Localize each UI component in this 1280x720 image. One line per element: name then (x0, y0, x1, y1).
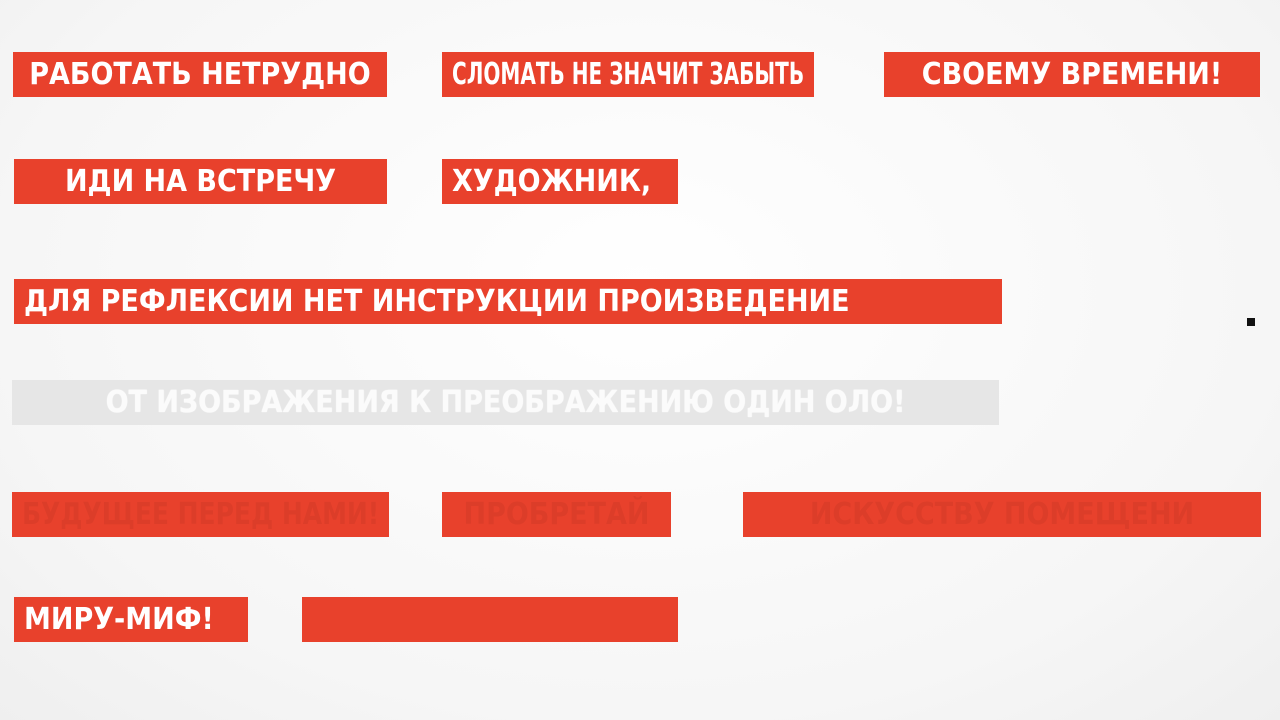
banner-text: ДЛЯ РЕФЛЕКСИИ НЕТ ИНСТРУКЦИИ ПРОИЗВЕДЕНИ… (24, 284, 850, 319)
banner-priobretai: ПРОБРЕТАЙ (442, 492, 671, 537)
banner-dlya-refleksii: ДЛЯ РЕФЛЕКСИИ НЕТ ИНСТРУКЦИИ ПРОИЗВЕДЕНИ… (14, 279, 1002, 324)
banner-ot-izobrazheniya-faded: ОТ ИЗОБРАЖЕНИЯ К ПРЕОБРАЖЕНИЮ ОДИН ОЛО! (12, 380, 999, 425)
banner-slomat-ne-znachit-zabyt: СЛОМАТЬ НЕ ЗНАЧИТ ЗАБЫТЬ (442, 52, 814, 97)
banner-empty (302, 597, 678, 642)
banner-rabotat-netrudno: РАБОТАТЬ НЕТРУДНО (13, 52, 387, 97)
banner-text: ХУДОЖНИК, (452, 164, 652, 199)
banner-text: СЛОМАТЬ НЕ ЗНАЧИТ ЗАБЫТЬ (452, 57, 805, 92)
banner-miru-mif: МИРУ-МИФ! (14, 597, 248, 642)
banner-svoemu-vremeni: СВОЕМУ ВРЕМЕНИ! (884, 52, 1260, 97)
banner-text: БУДУЩЕЕ ПЕРЕД НАМИ! (22, 497, 380, 532)
banner-text: МИРУ-МИФ! (24, 602, 214, 637)
banner-budushchee-pered-nami: БУДУЩЕЕ ПЕРЕД НАМИ! (12, 492, 389, 537)
banner-khudozhnik: ХУДОЖНИК, (442, 159, 678, 204)
banner-iskusstvu-pomeshcheni: ИСКУССТВУ ПОМЕЩЕНИ (743, 492, 1261, 537)
black-square-mark (1247, 318, 1255, 326)
banner-text: СВОЕМУ ВРЕМЕНИ! (921, 57, 1223, 92)
banner-text: ИСКУССТВУ ПОМЕЩЕНИ (809, 497, 1195, 532)
banner-text: ПРОБРЕТАЙ (463, 497, 650, 532)
banner-text: ИДИ НА ВСТРЕЧУ (64, 164, 337, 199)
banner-text: РАБОТАТЬ НЕТРУДНО (29, 57, 371, 92)
banner-text: ОТ ИЗОБРАЖЕНИЯ К ПРЕОБРАЖЕНИЮ ОДИН ОЛО! (105, 385, 906, 420)
banner-idi-na-vstrechu: ИДИ НА ВСТРЕЧУ (14, 159, 387, 204)
